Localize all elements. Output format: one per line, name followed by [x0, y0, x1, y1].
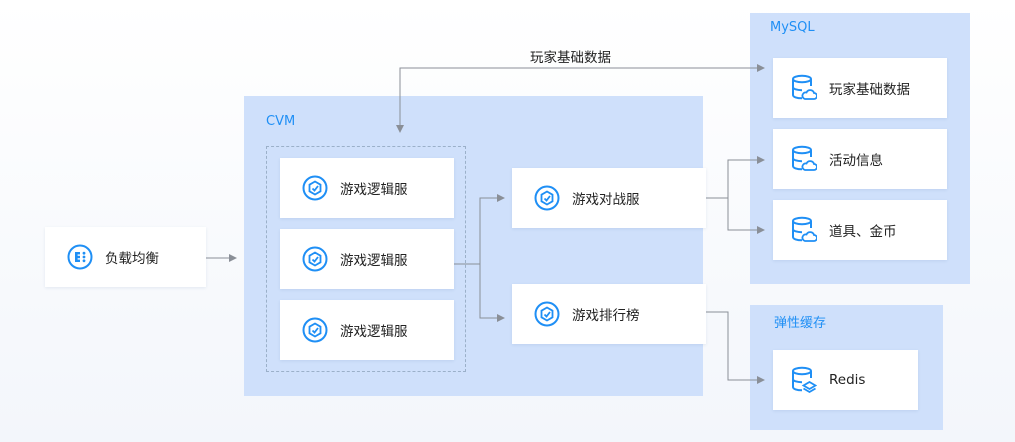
database-cache-icon: [792, 366, 817, 394]
leaderboard-to-redis-arrow: [706, 311, 765, 384]
load-balancer-node[interactable]: 负载均衡: [45, 227, 206, 287]
leaderboard-node[interactable]: 游戏排行榜: [512, 284, 706, 344]
mysql-item-player-data[interactable]: 玩家基础数据: [773, 58, 947, 118]
load-balancer-icon: [67, 244, 93, 270]
battle-to-items-arrow: [727, 198, 765, 234]
game-server-icon: [302, 175, 328, 201]
logic-server-label: 游戏逻辑服: [340, 253, 408, 269]
battle-to-activity-arrow: [706, 156, 765, 199]
database-cloud-icon: [792, 74, 817, 100]
battle-server-label: 游戏对战服: [572, 192, 640, 208]
mysql-item-items-coins[interactable]: 道具、金币: [773, 200, 947, 260]
cvm-group-title: CVM: [266, 114, 296, 129]
player-data-to-mysql-arrow: [399, 64, 765, 130]
logic-server-label: 游戏逻辑服: [340, 324, 408, 340]
logic-server-cluster: [266, 146, 466, 372]
mysql-group-title: MySQL: [770, 20, 815, 35]
leaderboard-label: 游戏排行榜: [572, 308, 640, 324]
mysql-item-label: 玩家基础数据: [829, 82, 910, 98]
load-balancer-label: 负载均衡: [105, 251, 159, 267]
game-server-icon: [534, 301, 560, 327]
battle-server-node[interactable]: 游戏对战服: [512, 168, 706, 228]
game-server-icon: [302, 317, 328, 343]
redis-label: Redis: [829, 372, 866, 388]
database-cloud-icon: [792, 216, 817, 242]
logic-server-node[interactable]: 游戏逻辑服: [280, 229, 454, 289]
logic-server-node[interactable]: 游戏逻辑服: [280, 300, 454, 360]
game-server-icon: [534, 185, 560, 211]
player-data-flow-label: 玩家基础数据: [530, 50, 611, 66]
game-server-icon: [302, 246, 328, 272]
mysql-item-label: 道具、金币: [829, 224, 897, 240]
cache-group-title: 弹性缓存: [774, 316, 827, 331]
redis-node[interactable]: Redis: [773, 350, 918, 410]
logic-server-label: 游戏逻辑服: [340, 182, 408, 198]
logic-to-battle-arrow: [454, 194, 505, 265]
database-cloud-icon: [792, 145, 817, 171]
logic-server-node[interactable]: 游戏逻辑服: [280, 158, 454, 218]
mysql-item-label: 活动信息: [829, 153, 883, 169]
logic-to-leaderboard-arrow: [479, 264, 505, 322]
mysql-item-activity[interactable]: 活动信息: [773, 129, 947, 189]
